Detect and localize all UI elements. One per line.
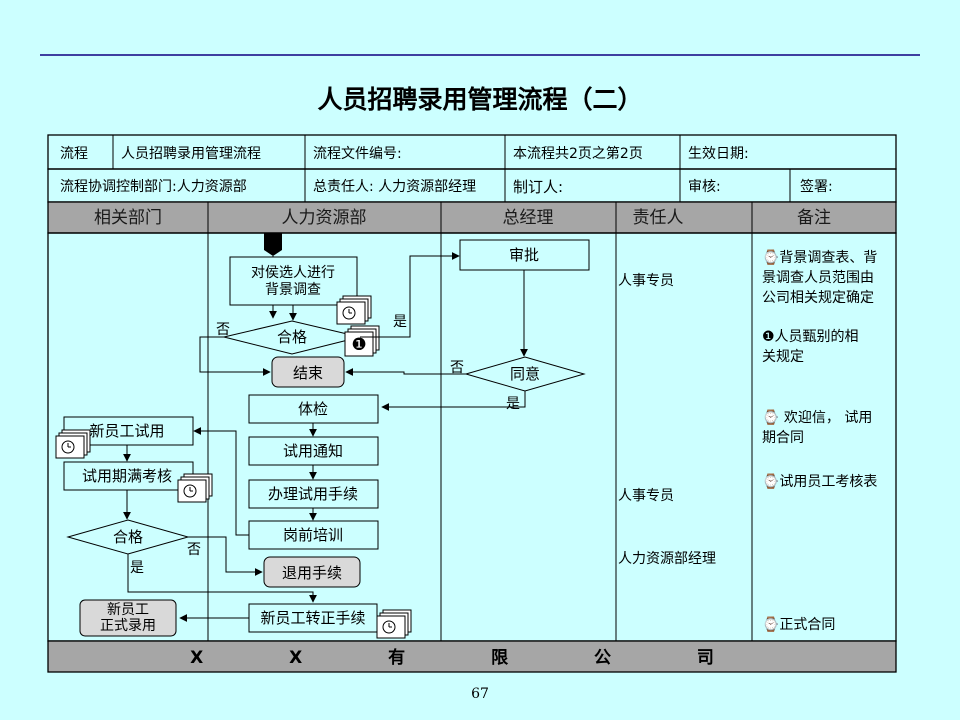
node-label: 同意 [510,365,540,383]
edge-label-no: 否 [187,542,201,558]
process-approve: 审批 [459,239,590,271]
remark-text: ⌚正式合同 [762,616,835,633]
header-cell: 人员招聘录用管理流程 [121,146,261,162]
header-table: 流程 人员招聘录用管理流程 流程文件编号: 本流程共2页之第2页 生效日期: 流… [47,134,897,203]
header-cell: 流程协调控制部门:人力资源部 [60,179,247,195]
column-header: 人力资源部 [282,208,367,228]
edge-label-yes: 是 [393,314,407,330]
top-divider [40,54,920,56]
column-header: 责任人 [633,208,684,228]
text-line: 对侯选人进行 [251,265,335,281]
process-trial-evaluation: 试用期满考核 [63,461,194,491]
edge-label-no: 否 [450,360,464,376]
node-label: 新员工试用 [89,422,164,440]
edge-label-no: 否 [216,322,230,338]
page-title: 人员招聘录用管理流程（二） [317,85,643,114]
node-label: 试用通知 [283,442,343,460]
text-line: ⌚背景调查表、背 [762,249,877,266]
node-label: 办理试用手续 [268,485,358,503]
node-label: 新员工转正手续 [260,609,365,627]
document-stack-icon [177,473,213,503]
header-cell: 签署: [800,178,833,195]
node-label: 岗前培训 [283,526,343,544]
text-line: 景调查人员范围由 [762,269,874,286]
node-label: 对侯选人进行背景调查 [251,265,335,298]
text-line: 关规定 [762,349,804,365]
column-header: 总经理 [503,208,554,228]
start-marker-icon [264,233,282,256]
decision-qualified-2: 合格 [66,519,190,555]
document-stack-icon [336,295,372,325]
header-cell: 流程 [60,146,88,162]
node-label: 新员工正式录用 [100,602,156,634]
text-line: 公司相关规定确定 [762,290,874,306]
process-trial-notice: 试用通知 [248,436,379,466]
column-header-band: 相关部门 人力资源部 总经理 责任人 备注 [47,201,897,234]
column-header: 相关部门 [94,208,162,228]
node-label: 审批 [509,246,539,264]
process-pre-job-training: 岗前培训 [248,520,379,550]
connector [193,427,249,536]
process-medical-exam: 体检 [248,394,379,424]
edge-label-yes: 是 [506,396,520,412]
column-header: 备注 [797,208,831,228]
document-stack-icon [55,429,91,459]
marker-symbol: ❶ [351,335,366,355]
header-cell: 制订人: [513,178,563,196]
terminal-withdraw: 退用手续 [263,556,361,588]
process-background-check: 对侯选人进行背景调查 [229,256,358,306]
edge-label-yes: 是 [130,560,144,576]
decision-qualified-1: 合格 [223,320,361,355]
connector [188,536,263,576]
header-cell: 生效日期: [688,146,749,162]
node-label: 试用期满考核 [82,467,172,485]
responsible-person: 人事专员 [618,488,674,504]
node-label: 退用手续 [282,564,342,582]
header-cell: 流程文件编号: [313,146,402,162]
header-cell: 总责任人: 人力资源部经理 [313,179,476,195]
footer-band: X X 有 限 公 司 [47,640,897,673]
text-line: ⌚ 欢迎信， 试用 [762,409,872,426]
header-cell: 审核: [688,179,721,195]
remark-text: ❶人员甄别的相关规定 [762,329,859,365]
connector [345,368,466,376]
node-label: 合格 [277,328,307,346]
remark-text: ⌚ 欢迎信， 试用期合同 [762,409,872,446]
process-regularization: 新员工转正手续 [248,603,378,633]
process-trial-procedure: 办理试用手续 [248,479,379,509]
node-label: 体检 [298,400,328,418]
terminal-end: 结束 [271,356,345,388]
connector [360,252,460,338]
node-label: 结束 [293,364,323,382]
remark-text: ⌚背景调查表、背景调查人员范围由公司相关规定确定 [762,249,877,306]
text-line: 期合同 [762,430,804,446]
text-line: 背景调查 [265,282,321,298]
company-name: X X 有 限 公 司 [190,647,754,668]
page-number: 67 [471,686,489,702]
connector [127,554,317,603]
responsible-person: 人力资源部经理 [618,551,716,567]
marker-document-icon: ❶ [344,325,380,357]
terminal-formal-hire: 新员工正式录用 [79,599,177,637]
connector [199,336,271,376]
decision-agree: 同意 [464,356,586,392]
text-line: 正式录用 [100,618,156,634]
node-label: 合格 [113,528,143,546]
text-line: 新员工 [107,602,149,618]
header-cell: 本流程共2页之第2页 [513,145,643,162]
remark-text: ⌚试用员工考核表 [762,473,877,490]
text-line: ❶人员甄别的相 [762,329,859,345]
document-stack-icon [376,609,412,639]
connector [381,391,526,411]
responsible-person: 人事专员 [618,273,674,289]
